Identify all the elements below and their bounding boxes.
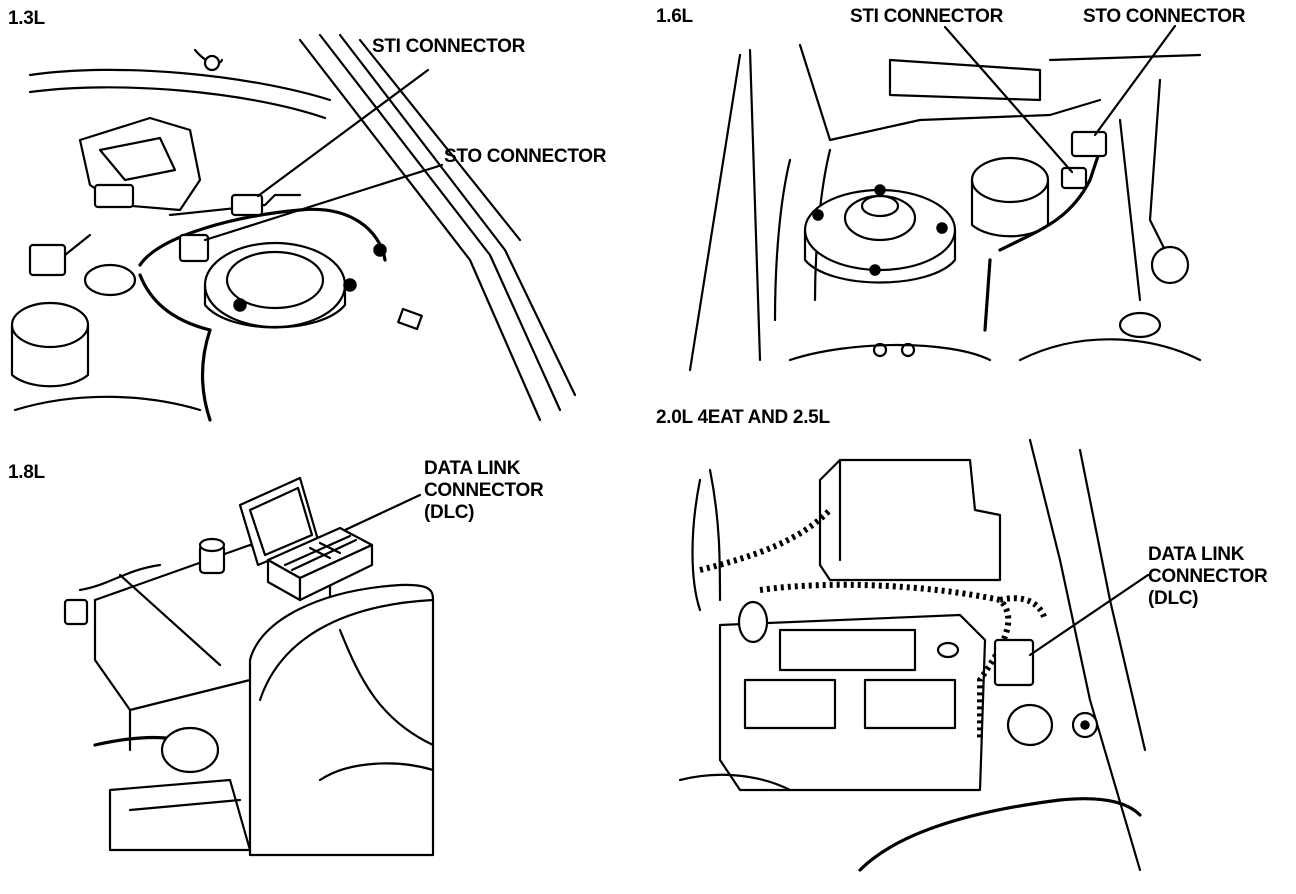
callout-sti-connector-1-3l: STI CONNECTOR [372, 36, 526, 57]
panel-title-2-0l-4eat-2-5l: 2.0L 4EAT AND 2.5L [656, 407, 830, 428]
callout-sti-connector-1-6l: STI CONNECTOR [850, 6, 1004, 27]
panel-title-1-3l: 1.3L [8, 8, 45, 29]
panel-title-1-8l: 1.8L [8, 462, 45, 483]
callout-data-link-connector-1-8l: DATA LINK CONNECTOR (DLC) [424, 458, 544, 523]
panel-1-6l-drawing [688, 43, 1202, 372]
panel-1-8l-drawing [63, 476, 435, 857]
panel-title-1-6l: 1.6L [656, 6, 693, 27]
callout-sto-connector-1-6l: STO CONNECTOR [1083, 6, 1246, 27]
panel-2-0l-drawing [678, 438, 1147, 872]
panel-1-3l-drawing [10, 33, 577, 422]
callout-sto-connector-1-3l: STO CONNECTOR [444, 146, 607, 167]
callout-data-link-connector-2-0l: DATA LINK CONNECTOR (DLC) [1148, 544, 1268, 609]
callout-leader-lines [203, 24, 1177, 657]
